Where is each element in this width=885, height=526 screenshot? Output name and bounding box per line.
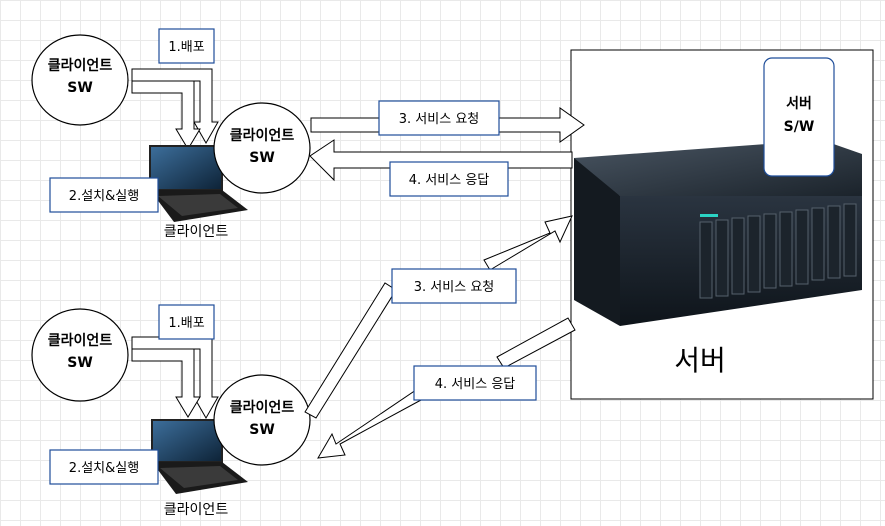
response-arrow-bottom-head — [317, 389, 422, 459]
server-sw-line1: 서버 — [786, 95, 812, 112]
response-arrow-top — [309, 139, 573, 182]
install-arrow-top — [131, 80, 201, 150]
deploy-label-bottom: 1.배포 — [168, 316, 204, 331]
client-sw-circle-source-top — [31, 34, 129, 126]
client-sw-installed-bottom-line2: SW — [249, 422, 275, 438]
response-box-top — [389, 161, 509, 197]
install-box-top — [49, 177, 159, 213]
client-sw-circle-source-bottom — [31, 308, 129, 402]
response-box-bottom — [413, 365, 537, 401]
laptop-icon — [149, 145, 248, 222]
install-label-bottom: 2.설치&실행 — [69, 460, 139, 476]
client-sw-installed-bottom-line1: 클라이언트 — [230, 399, 295, 416]
request-label-top: 3. 서비스 요청 — [399, 112, 479, 127]
client-sw-circle-installed-bottom — [213, 374, 311, 466]
request-label-bottom: 3. 서비스 요청 — [414, 280, 494, 295]
client-label-bottom: 클라이언트 — [164, 502, 229, 518]
install-box-bottom — [49, 449, 159, 485]
response-arrow-bottom — [496, 317, 576, 369]
response-label-bottom: 4. 서비스 응답 — [435, 377, 516, 392]
install-arrow-bottom — [131, 348, 201, 418]
response-label-top: 4. 서비스 응답 — [409, 173, 490, 188]
client-sw-installed-top-line2: SW — [249, 150, 275, 166]
server-label: 서버 — [674, 344, 726, 377]
server-sw-box — [763, 57, 835, 177]
client-sw-source-bottom-line2: SW — [67, 355, 93, 371]
client-sw-source-top-line2: SW — [67, 80, 93, 96]
server-sw-line2: S/W — [784, 119, 815, 135]
client-label-top: 클라이언트 — [164, 224, 229, 240]
client-sw-circle-installed-top — [213, 102, 311, 194]
request-arrow-bottom — [304, 282, 397, 419]
deploy-box-bottom — [158, 304, 215, 340]
laptop-icon — [151, 419, 248, 494]
deploy-label-top: 1.배포 — [168, 40, 204, 55]
request-box-top — [378, 100, 500, 136]
install-label-top: 2.설치&실행 — [69, 188, 139, 204]
request-box-bottom — [391, 268, 517, 304]
client-sw-source-bottom-line1: 클라이언트 — [48, 332, 113, 349]
request-arrow-bottom-head — [483, 215, 573, 271]
deploy-arrow-top — [131, 68, 219, 145]
deploy-box-top — [158, 28, 215, 64]
client-sw-source-top-line1: 클라이언트 — [48, 57, 113, 74]
client-sw-installed-top-line1: 클라이언트 — [230, 127, 295, 144]
